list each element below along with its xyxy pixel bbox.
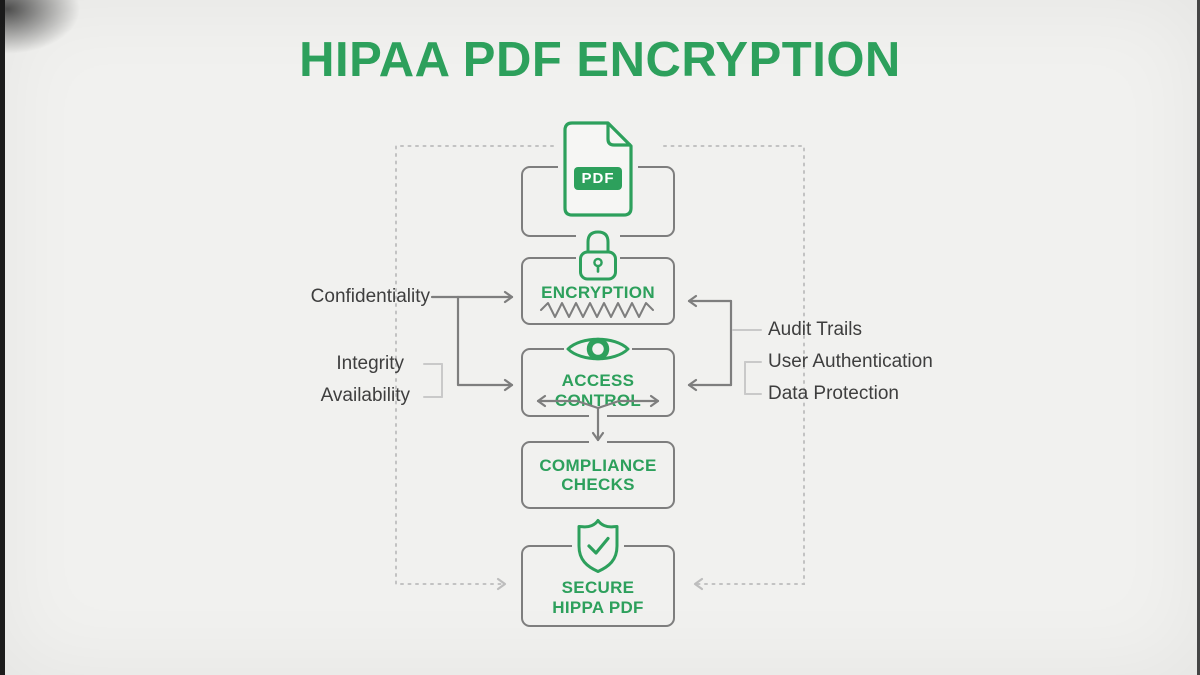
access-control-label: ACCESS CONTROL	[554, 371, 642, 410]
label-integrity: Integrity	[336, 353, 404, 374]
lock-icon	[576, 228, 620, 282]
label-availability: Availability	[320, 385, 410, 406]
right-connector	[687, 294, 733, 392]
page-title: HIPAA PDF ENCRYPTION	[299, 33, 901, 87]
compliance-checks-label-line2: CHECKS	[561, 475, 635, 494]
compliance-checks-box: COMPLIANCE CHECKS	[521, 441, 675, 509]
left-connector	[430, 290, 514, 392]
secure-hippa-pdf-box: SECURE HIPPA PDF	[521, 545, 675, 627]
shield-check-icon	[572, 518, 624, 574]
pdf-badge: PDF	[574, 167, 622, 190]
pdf-document-icon: PDF	[558, 120, 638, 218]
eye-icon	[564, 332, 632, 366]
encryption-label: ENCRYPTION	[541, 283, 655, 302]
compliance-checks-label-line1: COMPLIANCE	[539, 455, 657, 475]
label-data-protection: Data Protection	[768, 383, 899, 404]
label-user-authentication: User Authentication	[768, 351, 933, 372]
label-confidentiality: Confidentiality	[310, 286, 430, 307]
left-edge-bar	[0, 0, 5, 675]
secure-hippa-pdf-label-line1: SECURE	[561, 578, 635, 597]
top-left-smudge	[0, 0, 90, 60]
right-edge-bar	[1197, 0, 1200, 675]
secure-hippa-pdf-label-line2: HIPPA PDF	[552, 597, 644, 617]
left-bracket-lines	[423, 363, 443, 398]
label-audit-trails: Audit Trails	[768, 319, 862, 340]
right-bracket-lines	[732, 329, 762, 395]
